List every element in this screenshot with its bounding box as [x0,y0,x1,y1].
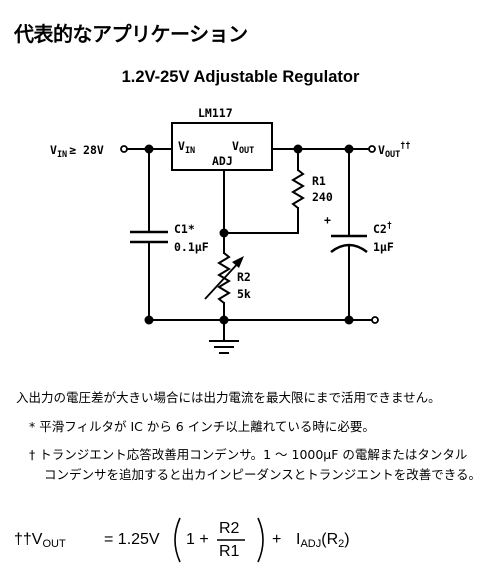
r2-variable-arrow [204,259,242,300]
formula-numerator: R2 [219,520,240,537]
junction-dot [219,315,229,325]
c2-name-label: C2† [373,221,392,236]
junction-dot [344,144,354,154]
formula-one-plus: 1 + [186,531,209,548]
junction-dot [144,315,154,325]
formula-denominator: R1 [219,543,240,560]
junction-dot [144,144,154,154]
circuit-title: 1.2V-25V Adjustable Regulator [121,68,360,86]
r2-value-label: 5k [237,287,251,301]
formula-iadj: IADJ(R2) [296,531,350,550]
r1-resistor [291,169,305,209]
c2-value-label: 1μF [373,240,394,254]
formula-lhs: ††VOUT [14,531,66,550]
note-line-2: * 平滑フィルタが IC から 6 インチ以上離れている時に必要。 [29,419,375,434]
vout-pin-label: VOUT [232,139,254,156]
r2-arrowhead [232,256,244,268]
formula-paren-right [257,517,264,563]
page-heading: 代表的なアプリケーション [14,22,248,46]
ground-symbol [209,340,239,354]
vin-pin-label: VIN [178,139,195,156]
c2-polarity-label: + [324,213,331,227]
adj-pin-label: ADJ [212,154,233,168]
formula-eq: = 1.25V [104,531,160,548]
note-line-3b: コンデンサを追加すると出カインピーダンスとトランジエントを改善できる。 [44,467,481,482]
r2-name-label: R2 [237,270,251,284]
formula-paren-left [174,517,181,563]
junction-dot [344,315,354,325]
r1-value-label: 240 [312,190,333,204]
input-voltage-label: VIN≥ 28V [50,143,104,160]
junction-dot [293,144,303,154]
note-line-3: † トランジエント応答改善用コンデンサ。1 ～ 1000μF の電解またはタンタ… [29,447,468,462]
junction-dot [219,228,229,238]
lm117-ic-body [171,122,273,171]
ic-name-label: LM117 [198,106,233,120]
output-voltage-label: VOUT†† [378,141,411,160]
note-line-1: 入出力の電圧差が大きい場合には出力電流を最大限にまで活用できません。 [16,390,441,405]
ground-bus-terminal [371,316,379,324]
c2-plate-curved [330,243,368,254]
formula-plus: + [272,531,282,548]
input-terminal [120,145,128,153]
c1-name-label: C1* [174,222,195,236]
r1-name-label: R1 [312,174,326,188]
output-terminal [368,145,376,153]
c1-value-label: 0.1μF [174,240,209,254]
